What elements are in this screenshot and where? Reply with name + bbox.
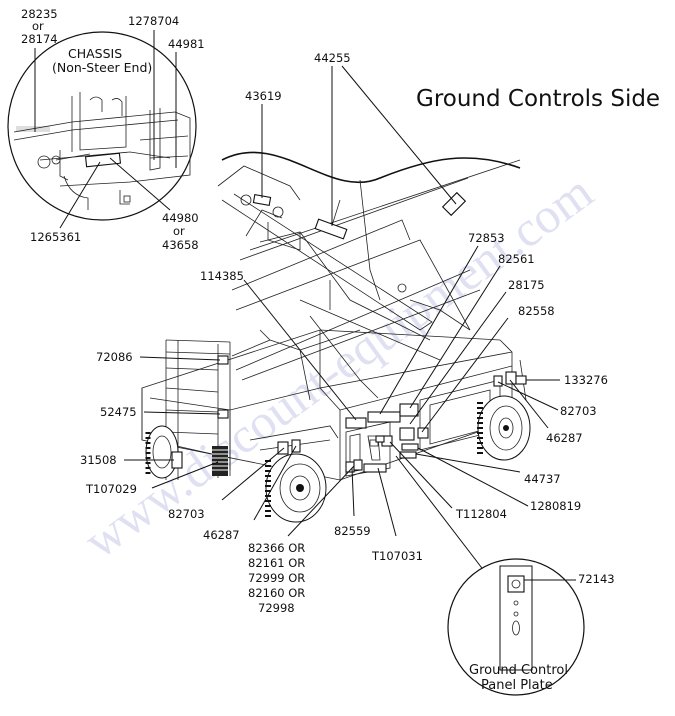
machine-drawing [141,151,531,523]
decal-46287-b [505,371,517,385]
label-T107029: T107029 [85,482,137,496]
label-44255: 44255 [314,51,351,65]
label-43658: 43658 [162,238,199,252]
label-stack-2: 82161 OR [248,556,305,570]
label-46287-right: 46287 [546,431,583,445]
wheel-front-left [145,425,179,479]
decal-72143 [507,575,525,593]
label-T112804: T112804 [455,507,507,521]
decal-82703-b [493,375,503,387]
label-stack-5: 72998 [258,601,295,615]
label-82703-left: 82703 [168,507,205,521]
wheel-front-right [265,453,327,523]
label-82703-right: 82703 [560,404,597,418]
label-52475: 52475 [100,405,137,419]
panel-plate-inset: 72143 Ground Control Panel Plate [447,558,615,696]
watermark: www.discount-equipment.com [74,163,603,569]
label-44737: 44737 [524,472,561,486]
decal-1265361 [84,152,122,168]
label-28235: 28235 [21,7,58,21]
panel-subtitle: Panel Plate [481,678,553,693]
label-28174: 28174 [21,32,58,46]
decal-T107031 [363,463,387,473]
decal-44737 [399,451,417,459]
decal-1280819 [401,443,419,451]
decal-82366 [353,459,363,471]
label-72143: 72143 [578,572,615,586]
label-T107031: T107031 [371,549,423,563]
label-114385: 114385 [200,269,244,283]
label-or-1: or [32,19,44,33]
label-72853: 72853 [468,231,505,245]
panel-title: Ground Control [469,663,568,678]
decal-44255-a [314,218,348,240]
label-82561: 82561 [498,252,535,266]
chassis-inset: 28235 or 28174 1278704 44981 CHASSIS (No… [7,7,205,252]
chassis-subtitle: (Non-Steer End) [52,60,152,75]
diagram-title: Ground Controls Side [416,86,660,112]
label-1278704: 1278704 [128,14,179,28]
label-stack-4: 82160 OR [248,586,305,600]
decal-43619 [252,194,272,206]
wheel-rear-right [477,395,531,461]
decal-44255-b [441,191,467,217]
label-1280819: 1280819 [530,499,581,513]
label-stack-1: 82366 OR [248,541,305,555]
callout-labels: 43619 44255 72853 82561 28175 82558 1143… [80,51,608,615]
decal-72853 [345,417,367,429]
decal-82558-a [399,427,415,441]
label-44980: 44980 [162,211,199,225]
decal-28175 [399,403,419,417]
chassis-title: CHASSIS [68,46,122,61]
label-82559: 82559 [334,524,371,538]
decal-panel [375,435,385,443]
label-46287-left: 46287 [203,528,240,542]
label-44981: 44981 [168,37,205,51]
decal-82703-a [277,441,289,455]
label-43619: 43619 [245,89,282,103]
label-133276: 133276 [564,373,608,387]
label-28175: 28175 [508,278,545,292]
decal-82561 [367,411,401,423]
decal-82558-b [417,427,429,439]
label-1265361: 1265361 [30,230,81,244]
chassis-inset-circle [7,31,197,221]
decal-133276 [515,375,527,385]
label-72086: 72086 [96,350,133,364]
leader-lines [124,65,560,577]
label-31508: 31508 [80,453,117,467]
label-82558: 82558 [518,304,555,318]
decals [171,191,527,473]
label-stack-3: 72999 OR [248,571,305,585]
label-or-2: or [173,224,185,238]
